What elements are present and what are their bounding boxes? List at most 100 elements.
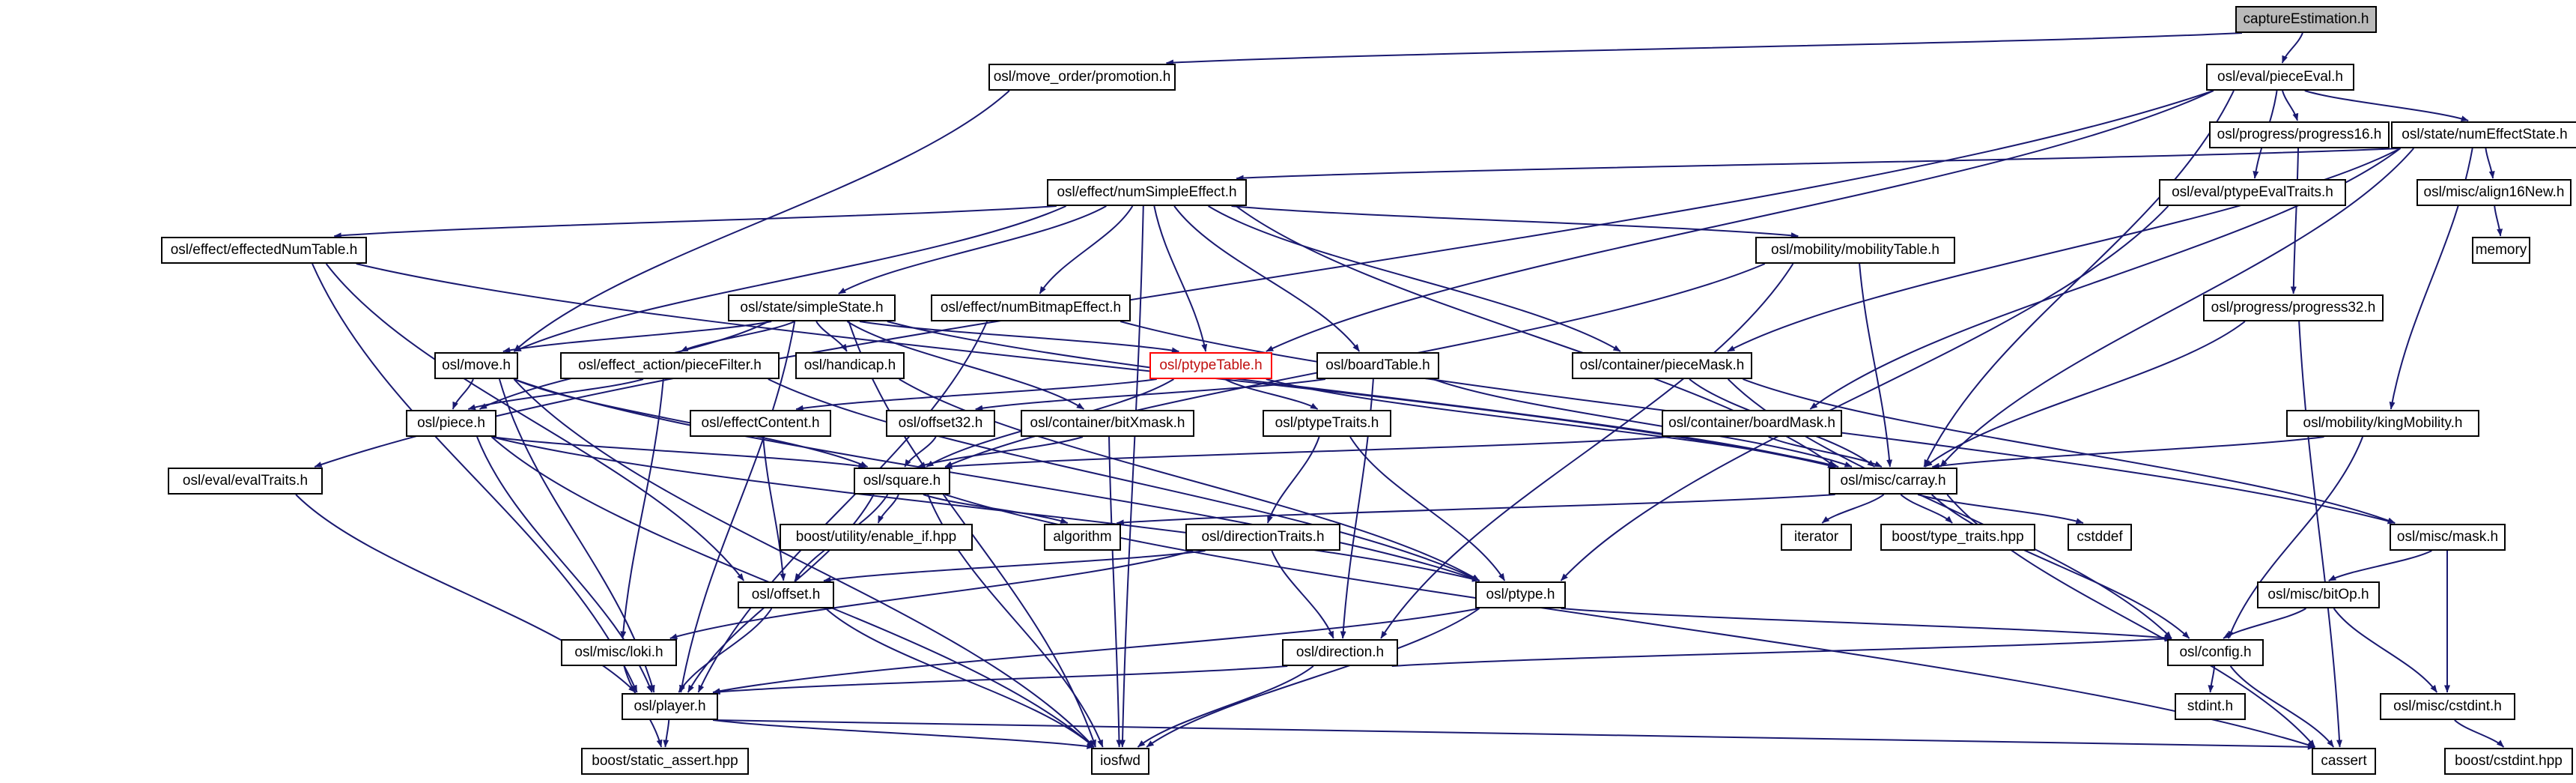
include-edge-pieceEval--numEffectState xyxy=(2304,90,2469,121)
include-edge-simpleState--move xyxy=(502,321,772,354)
graph-node-boardTable[interactable]: osl/boardTable.h xyxy=(1316,352,1439,379)
graph-node-direction[interactable]: osl/direction.h xyxy=(1282,639,1398,666)
graph-node-progress32[interactable]: osl/progress/progress32.h xyxy=(2203,294,2384,321)
graph-node-iosfwd[interactable]: iosfwd xyxy=(1091,748,1149,775)
graph-node-pieceFilter[interactable]: osl/effect_action/pieceFilter.h xyxy=(560,352,780,379)
graph-node-promotion[interactable]: osl/move_order/promotion.h xyxy=(988,64,1176,91)
include-edge-offset--player xyxy=(678,608,773,693)
graph-node-effectedNumTable[interactable]: osl/effect/effectedNumTable.h xyxy=(161,237,367,264)
include-edge-captureEstimation--pieceEval xyxy=(2281,32,2303,64)
graph-node-numBitmapEffect[interactable]: osl/effect/numBitmapEffect.h xyxy=(931,294,1131,321)
include-edge-mask--bitOp xyxy=(2328,550,2432,581)
include-edge-direction--iosfwd xyxy=(1137,665,1314,748)
graph-node-ptypeEvalTraits[interactable]: osl/eval/ptypeEvalTraits.h xyxy=(2159,179,2346,206)
graph-node-enable_if[interactable]: boost/utility/enable_if.hpp xyxy=(780,524,973,551)
graph-node-move[interactable]: osl/move.h xyxy=(434,352,518,379)
include-edge-numSimpleEffect--move xyxy=(513,205,1067,352)
include-edge-bitOp--config xyxy=(2223,608,2306,639)
include-edge-progress32--carray xyxy=(1925,321,2246,468)
graph-node-progress16[interactable]: osl/progress/progress16.h xyxy=(2209,121,2390,148)
graph-node-kingMobility[interactable]: osl/mobility/kingMobility.h xyxy=(2286,410,2479,437)
graph-node-ptypeTable[interactable]: osl/ptypeTable.h xyxy=(1149,352,1272,379)
graph-node-bitXmask[interactable]: osl/container/bitXmask.h xyxy=(1021,410,1194,437)
graph-node-carray[interactable]: osl/misc/carray.h xyxy=(1829,468,1957,495)
graph-node-stdint[interactable]: stdint.h xyxy=(2175,693,2246,720)
graph-node-offset[interactable]: osl/offset.h xyxy=(738,581,834,608)
include-edge-numSimpleEffect--ptypeTable xyxy=(1153,205,1208,352)
graph-node-offset32[interactable]: osl/offset32.h xyxy=(886,410,995,437)
include-edge-offset32--square xyxy=(904,436,937,468)
include-edge-carray--iterator xyxy=(1821,494,1885,524)
graph-node-mobilityTable[interactable]: osl/mobility/mobilityTable.h xyxy=(1755,237,1955,264)
include-edge-kingMobility--config xyxy=(2227,436,2364,639)
include-edge-ptypeTable--effectContent xyxy=(795,378,1157,411)
graph-node-algorithm[interactable]: algorithm xyxy=(1044,524,1121,551)
include-edge-move--iosfwd xyxy=(513,378,1095,748)
graph-node-config[interactable]: osl/config.h xyxy=(2167,639,2264,666)
graph-node-directionTraits[interactable]: osl/directionTraits.h xyxy=(1185,524,1340,551)
include-edge-carray--cstddef xyxy=(1917,494,2084,524)
include-edge-bitOp--misc_cstdint xyxy=(2333,608,2438,693)
include-edge-bitXmask--iosfwd xyxy=(1108,436,1123,748)
graph-node-simpleState[interactable]: osl/state/simpleState.h xyxy=(728,294,896,321)
graph-node-player[interactable]: osl/player.h xyxy=(622,693,718,720)
graph-node-cstddef[interactable]: cstddef xyxy=(2068,524,2132,551)
graph-node-piece[interactable]: osl/piece.h xyxy=(406,410,496,437)
graph-node-numEffectState[interactable]: osl/state/numEffectState.h xyxy=(2391,121,2576,148)
include-edge-pieceFilter--piece xyxy=(467,378,644,411)
include-edge-carray--type_traits xyxy=(1900,494,1953,524)
graph-node-pieceEval[interactable]: osl/eval/pieceEval.h xyxy=(2206,64,2354,91)
graph-node-captureEstimation[interactable]: captureEstimation.h xyxy=(2235,6,2377,33)
graph-node-effectContent[interactable]: osl/effectContent.h xyxy=(690,410,831,437)
include-edge-kingMobility--carray xyxy=(1931,436,2324,469)
include-edge-pieceFilter--loki xyxy=(620,378,664,639)
graph-node-handicap[interactable]: osl/handicap.h xyxy=(795,352,905,379)
graph-node-align16New[interactable]: osl/misc/align16New.h xyxy=(2416,179,2572,206)
graph-node-memory[interactable]: memory xyxy=(2472,237,2530,264)
graph-node-mask[interactable]: osl/misc/mask.h xyxy=(2390,524,2506,551)
include-edge-ptypeTraits--directionTraits xyxy=(1266,436,1320,524)
graph-node-pieceMask[interactable]: osl/container/pieceMask.h xyxy=(1572,352,1752,379)
graph-node-evalTraits[interactable]: osl/eval/evalTraits.h xyxy=(168,468,323,495)
graph-node-boost_cstdint[interactable]: boost/cstdint.hpp xyxy=(2444,748,2573,775)
include-edge-simpleState--handicap xyxy=(815,321,848,352)
graph-node-boardMask[interactable]: osl/container/boardMask.h xyxy=(1662,410,1842,437)
include-edge-effectContent--offset xyxy=(762,436,786,581)
include-edge-config--cassert xyxy=(2229,665,2335,748)
include-edge-numSimpleEffect--simpleState xyxy=(838,205,1107,294)
include-edge-square--enable_if xyxy=(877,494,899,524)
graph-node-type_traits[interactable]: boost/type_traits.hpp xyxy=(1880,524,2035,551)
include-edge-directionTraits--loki xyxy=(669,550,1194,640)
graph-node-loki[interactable]: osl/misc/loki.h xyxy=(561,639,677,666)
include-edge-bitXmask--square xyxy=(917,436,1084,468)
graph-node-square[interactable]: osl/square.h xyxy=(854,468,950,495)
include-edge-numEffectState--carray xyxy=(1939,148,2414,468)
graph-node-misc_cstdint[interactable]: osl/misc/cstdint.h xyxy=(2380,693,2515,720)
include-edge-ptype--config xyxy=(1561,608,2172,641)
graph-node-ptype[interactable]: osl/ptype.h xyxy=(1475,581,1566,608)
include-edge-captureEstimation--promotion xyxy=(1166,32,2242,66)
graph-node-cassert[interactable]: cassert xyxy=(2312,748,2376,775)
graph-node-bitOp[interactable]: osl/misc/bitOp.h xyxy=(2257,581,2380,608)
include-edge-piece--ptype xyxy=(491,436,1480,582)
include-edge-square--algorithm xyxy=(923,494,1069,524)
include-edge-align16New--memory xyxy=(2494,205,2503,237)
graph-node-numSimpleEffect[interactable]: osl/effect/numSimpleEffect.h xyxy=(1047,179,1247,206)
include-edge-promotion--move xyxy=(513,90,1010,352)
include-edge-pieceEval--evalTraits xyxy=(314,90,2214,468)
include-edge-direction--player xyxy=(712,665,1288,695)
include-edge-simpleState--player xyxy=(678,321,796,693)
include-edge-progress16--progress32 xyxy=(2290,148,2300,294)
include-edge-simpleState--carray xyxy=(887,321,1836,468)
include-edge-simpleState--ptypeTable xyxy=(859,321,1179,354)
include-edge-numBitmapEffect--player xyxy=(697,321,988,693)
graph-node-iterator[interactable]: iterator xyxy=(1781,524,1852,551)
include-edge-ptypeEvalTraits--ptype xyxy=(1560,205,2169,581)
include-edge-numSimpleEffect--mobilityTable xyxy=(1231,205,1799,239)
graph-node-ptypeTraits[interactable]: osl/ptypeTraits.h xyxy=(1263,410,1391,437)
graph-node-static_assert[interactable]: boost/static_assert.hpp xyxy=(581,748,749,775)
include-edge-numSimpleEffect--boardTable xyxy=(1173,205,1361,352)
include-edge-boardMask--square xyxy=(944,436,1671,470)
include-edge-numSimpleEffect--pieceMask xyxy=(1208,205,1621,352)
include-edge-simpleState--bitXmask xyxy=(846,321,1084,410)
